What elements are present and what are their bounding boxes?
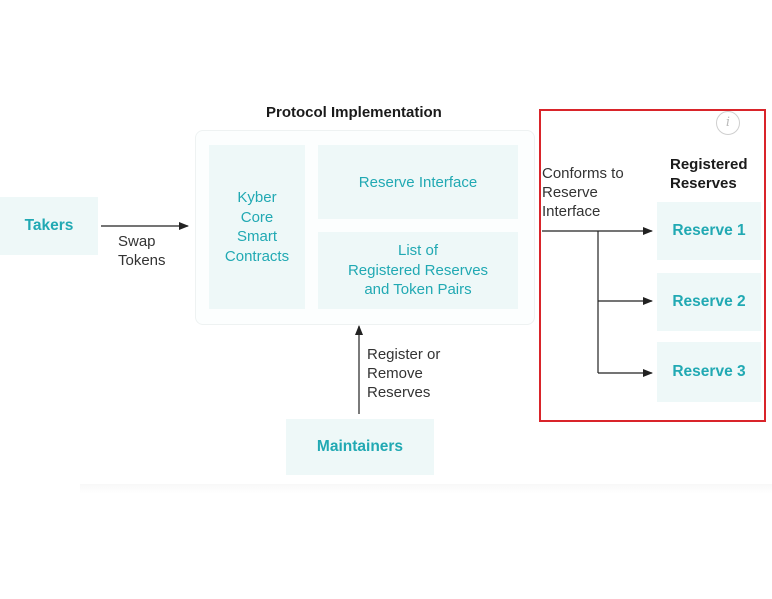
kyber-core-box: Kyber Core Smart Contracts xyxy=(209,145,305,309)
reserve-3-box: Reserve 3 xyxy=(657,342,761,402)
takers-box: Takers xyxy=(0,197,98,255)
conforms-to-label: Conforms to Reserve Interface xyxy=(542,165,624,220)
reserve-interface-box: Reserve Interface xyxy=(318,145,518,219)
info-icon[interactable]: i xyxy=(716,111,740,135)
swap-tokens-label: Swap Tokens xyxy=(118,233,166,269)
maintainers-box: Maintainers xyxy=(286,419,434,475)
reserve-1-box: Reserve 1 xyxy=(657,202,761,260)
registered-list-box: List of Registered Reserves and Token Pa… xyxy=(318,232,518,309)
protocol-title: Protocol Implementation xyxy=(266,104,442,121)
register-remove-label: Register or Remove Reserves xyxy=(367,346,441,401)
background-band xyxy=(80,484,772,494)
reserve-2-box: Reserve 2 xyxy=(657,273,761,331)
highlight-rectangle xyxy=(539,109,766,422)
registered-reserves-heading: Registered Reserves xyxy=(670,156,748,192)
